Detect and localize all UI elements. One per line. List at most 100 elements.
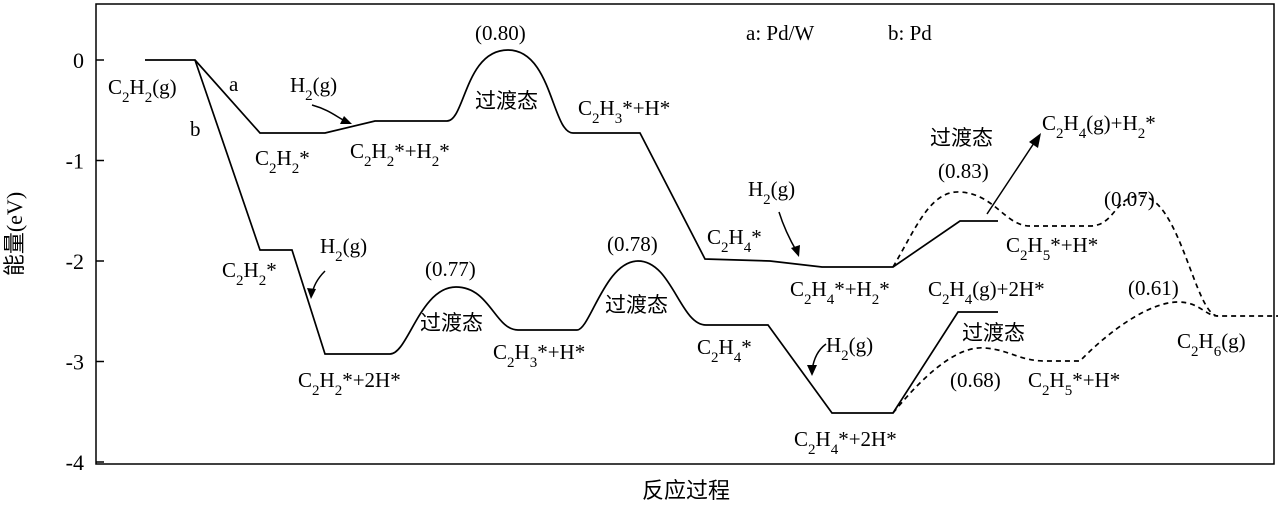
label-a-c2h4g-h2: C2H4(g)+H2* <box>1042 111 1156 142</box>
y-tick-label: 0 <box>73 48 84 73</box>
formula-part: H <box>515 340 530 364</box>
formula-part: 3 <box>530 355 538 371</box>
label-a-c2h4-h2-ads: C2H4*+H2* <box>790 277 890 308</box>
formula-part: H <box>950 277 965 301</box>
label-b-c2h4-2h: C2H4*+2H* <box>794 427 897 458</box>
label-b-c2h5-h: C2H5*+H* <box>1028 368 1120 399</box>
label-ts-068: (0.68) <box>950 368 1001 392</box>
formula-part: H <box>372 139 387 163</box>
series-a-dashed-curve <box>892 191 1278 317</box>
formula-part: 2 <box>721 240 729 256</box>
label-b-c2h2-2h: C2H2*+2H* <box>298 368 401 399</box>
formula-part: 4 <box>827 292 835 308</box>
formula-part: (g) <box>152 75 177 99</box>
plot-frame <box>95 3 1275 465</box>
formula-part: H <box>130 75 145 99</box>
formula-part: 2 <box>122 90 130 106</box>
formula-part: *+2H* <box>342 368 401 392</box>
arrow-h2-a2-curve <box>778 211 798 253</box>
formula-part: *+H* <box>537 340 585 364</box>
formula-part: H <box>290 73 305 97</box>
series-a-curve <box>145 49 998 268</box>
label-b-c2h2-ads: C2H2* <box>222 258 277 289</box>
formula-part: H <box>812 277 827 301</box>
formula-part: C <box>493 340 507 364</box>
arrow-h2-a-curve <box>311 104 348 123</box>
formula-part: H <box>816 427 831 451</box>
formula-part: 2 <box>387 154 395 170</box>
formula-part: * <box>266 258 277 282</box>
formula-part: C <box>108 75 122 99</box>
formula-part: *+2H* <box>838 427 897 451</box>
formula-part: (g)+H <box>1086 111 1138 135</box>
formula-part: 2 <box>305 88 313 104</box>
label-path-b: b <box>190 117 201 141</box>
formula-part: C <box>697 335 711 359</box>
label-h2-gas-a2: H2(g) <box>748 177 795 208</box>
formula-part: 2 <box>145 90 153 106</box>
label-ts-083: (0.83) <box>938 159 989 183</box>
formula-part: H <box>1064 111 1079 135</box>
formula-part: C <box>350 139 364 163</box>
formula-part: 2 <box>1056 126 1064 142</box>
formula-part: *+H* <box>622 96 670 120</box>
label-ts-b3: 过渡态 <box>962 321 1025 345</box>
formula-part: 2 <box>432 154 440 170</box>
formula-part: * <box>439 139 450 163</box>
formula-part: 2 <box>804 292 812 308</box>
formula-part: 2 <box>872 292 880 308</box>
formula-part: 2 <box>1138 126 1146 142</box>
y-tick-label: -1 <box>66 149 84 174</box>
label-h2-gas-a: H2(g) <box>290 73 337 104</box>
formula-part: H <box>826 333 841 357</box>
formula-part: C <box>1177 329 1191 353</box>
formula-part: * <box>741 335 752 359</box>
arrowhead-h2-b <box>307 288 316 299</box>
formula-part: C <box>1028 368 1042 392</box>
formula-part: (g) <box>313 73 338 97</box>
formula-part: C <box>790 277 804 301</box>
formula-part: H <box>320 234 335 258</box>
formula-part: *+H* <box>1072 368 1120 392</box>
label-a-c2h4-ads: C2H4* <box>707 225 762 256</box>
y-axis: 0-1-2-3-4 <box>66 48 104 475</box>
label-ts-080: (0.80) <box>475 21 526 45</box>
formula-part: 2 <box>335 383 343 399</box>
label-ts-b2: 过渡态 <box>605 293 668 317</box>
formula-part: 2 <box>335 249 343 265</box>
formula-part: H <box>719 335 734 359</box>
formula-part: 2 <box>808 442 816 458</box>
formula-part: 2 <box>592 111 600 127</box>
formula-part: 2 <box>259 273 267 289</box>
label-b-c2h3-h: C2H3*+H* <box>493 340 585 371</box>
label-a-c2h2-ads: C2H2* <box>255 146 310 177</box>
formula-part: (g) <box>1221 329 1246 353</box>
formula-part: 4 <box>831 442 839 458</box>
y-tick-label: -3 <box>66 350 84 375</box>
arrowhead-h2-b2 <box>807 365 817 376</box>
formula-part: 3 <box>615 111 623 127</box>
label-ts-007: (0.07) <box>1104 187 1155 211</box>
formula-part: *+H* <box>1050 233 1098 257</box>
label-ts-a1: 过渡态 <box>475 89 538 113</box>
formula-part: (g) <box>343 234 368 258</box>
formula-part: C <box>222 258 236 282</box>
formula-part: 4 <box>1079 126 1087 142</box>
legend-entry-b: b: Pd <box>888 21 932 45</box>
arrowhead-release <box>1029 133 1041 148</box>
formula-part: 2 <box>312 383 320 399</box>
x-axis-label: 反应过程 <box>642 478 730 503</box>
formula-part: 2 <box>1042 383 1050 399</box>
formula-part: 2 <box>507 355 515 371</box>
formula-part: 4 <box>744 240 752 256</box>
formula-part: * <box>751 225 762 249</box>
label-a-c2h3-h: C2H3*+H* <box>578 96 670 127</box>
label-a-c2h5-h: C2H5*+H* <box>1006 233 1098 264</box>
y-tick-label: -2 <box>66 249 84 274</box>
formula-part: H <box>1050 368 1065 392</box>
formula-part: H <box>277 146 292 170</box>
formula-part: *+H <box>394 139 432 163</box>
formula-part: 2 <box>942 292 950 308</box>
arrowhead-h2-a <box>340 116 352 124</box>
